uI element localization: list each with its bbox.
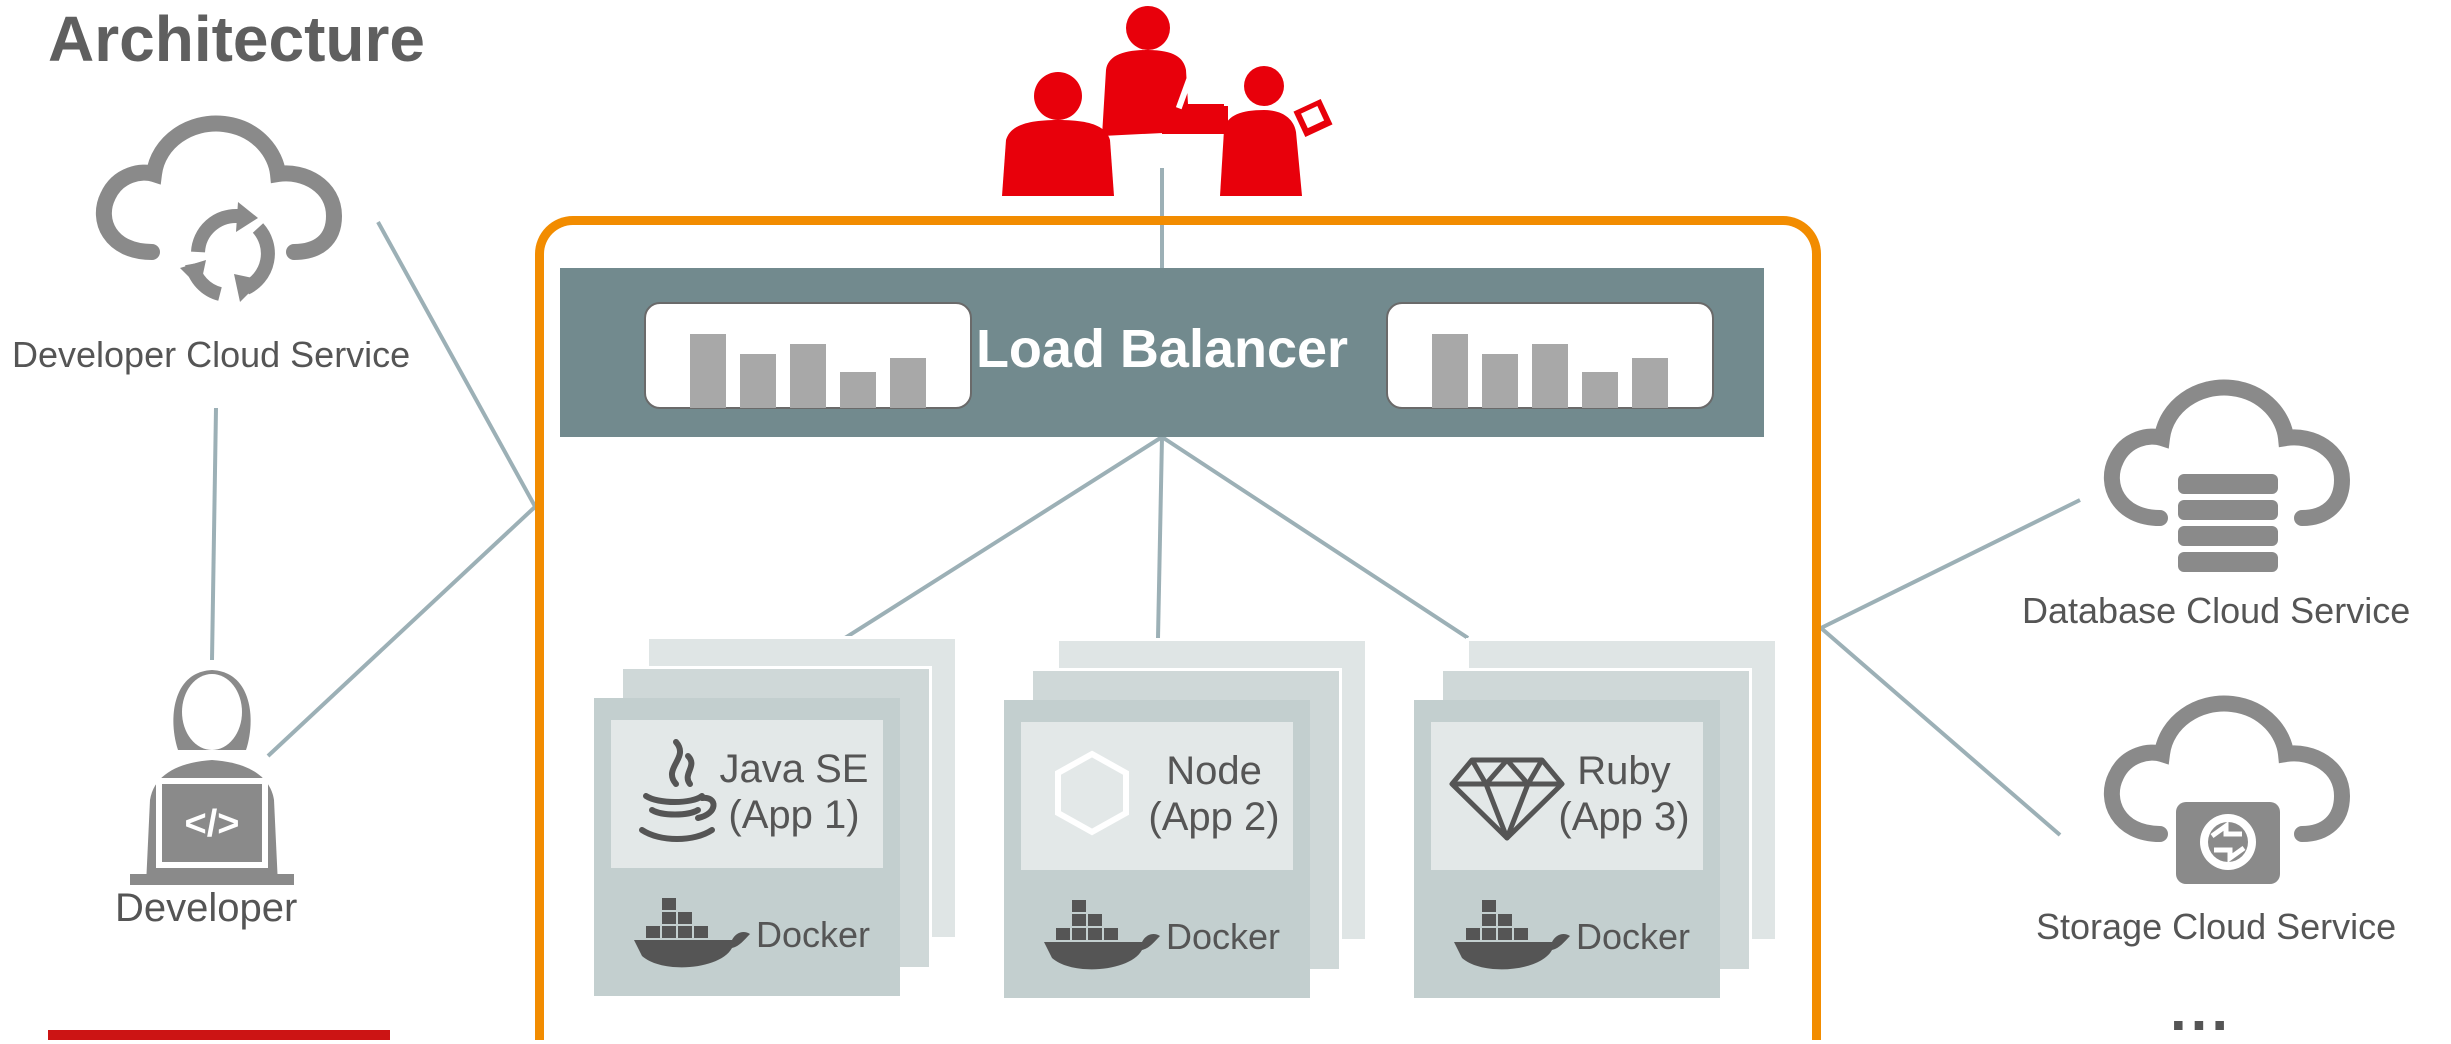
platform-container <box>535 216 1821 1040</box>
page-title: Architecture <box>48 3 425 75</box>
load-balancer-label: Load Balancer <box>975 319 1349 379</box>
ruby-icon <box>1449 757 1565 841</box>
docker-icon <box>634 898 750 968</box>
app-card: Node (App 2) Docker <box>1004 700 1310 998</box>
app-sub: (App 2) <box>1148 795 1280 839</box>
app-stack-node: Node (App 2) Docker <box>1004 638 1394 998</box>
storage-cloud-label: Storage Cloud Service <box>2036 906 2397 947</box>
database-cloud-label: Database Cloud Service <box>2022 590 2411 631</box>
load-balancer: Load Balancer <box>560 268 1764 437</box>
app-sub: (App 3) <box>1558 795 1690 839</box>
docker-label: Docker <box>1576 916 1691 957</box>
app-card: Java SE (App 1) Docker <box>594 698 900 996</box>
app-name: Node <box>1166 749 1262 793</box>
app-name: Ruby <box>1577 749 1671 793</box>
users-icon <box>1002 6 1333 196</box>
storage-cloud-icon <box>2104 695 2351 884</box>
lb-chart-right <box>1386 302 1714 409</box>
footer-red-bar <box>48 1030 390 1040</box>
docker-label: Docker <box>1166 916 1281 957</box>
developer-label: Developer <box>115 886 298 930</box>
svg-text:</>: </> <box>185 803 240 845</box>
docker-label: Docker <box>756 914 871 955</box>
docker-icon <box>1454 900 1570 970</box>
more-services: ... <box>2170 976 2233 1043</box>
app-stack-ruby: Ruby (App 3) Docker <box>1414 638 1804 998</box>
node-icon <box>1055 750 1129 836</box>
developer-cloud-label: Developer Cloud Service <box>12 334 411 375</box>
docker-icon <box>1044 900 1160 970</box>
app-card: Ruby (App 3) Docker <box>1414 700 1720 998</box>
app-sub: (App 1) <box>728 793 860 837</box>
app-name: Java SE <box>719 747 869 791</box>
java-icon <box>639 739 717 842</box>
lb-chart-left <box>644 302 972 409</box>
database-cloud-icon <box>2104 379 2351 572</box>
developer-icon: </> <box>130 670 294 885</box>
developer-cloud-icon <box>96 115 343 302</box>
app-stack-java: Java SE (App 1) Docker <box>594 636 984 996</box>
